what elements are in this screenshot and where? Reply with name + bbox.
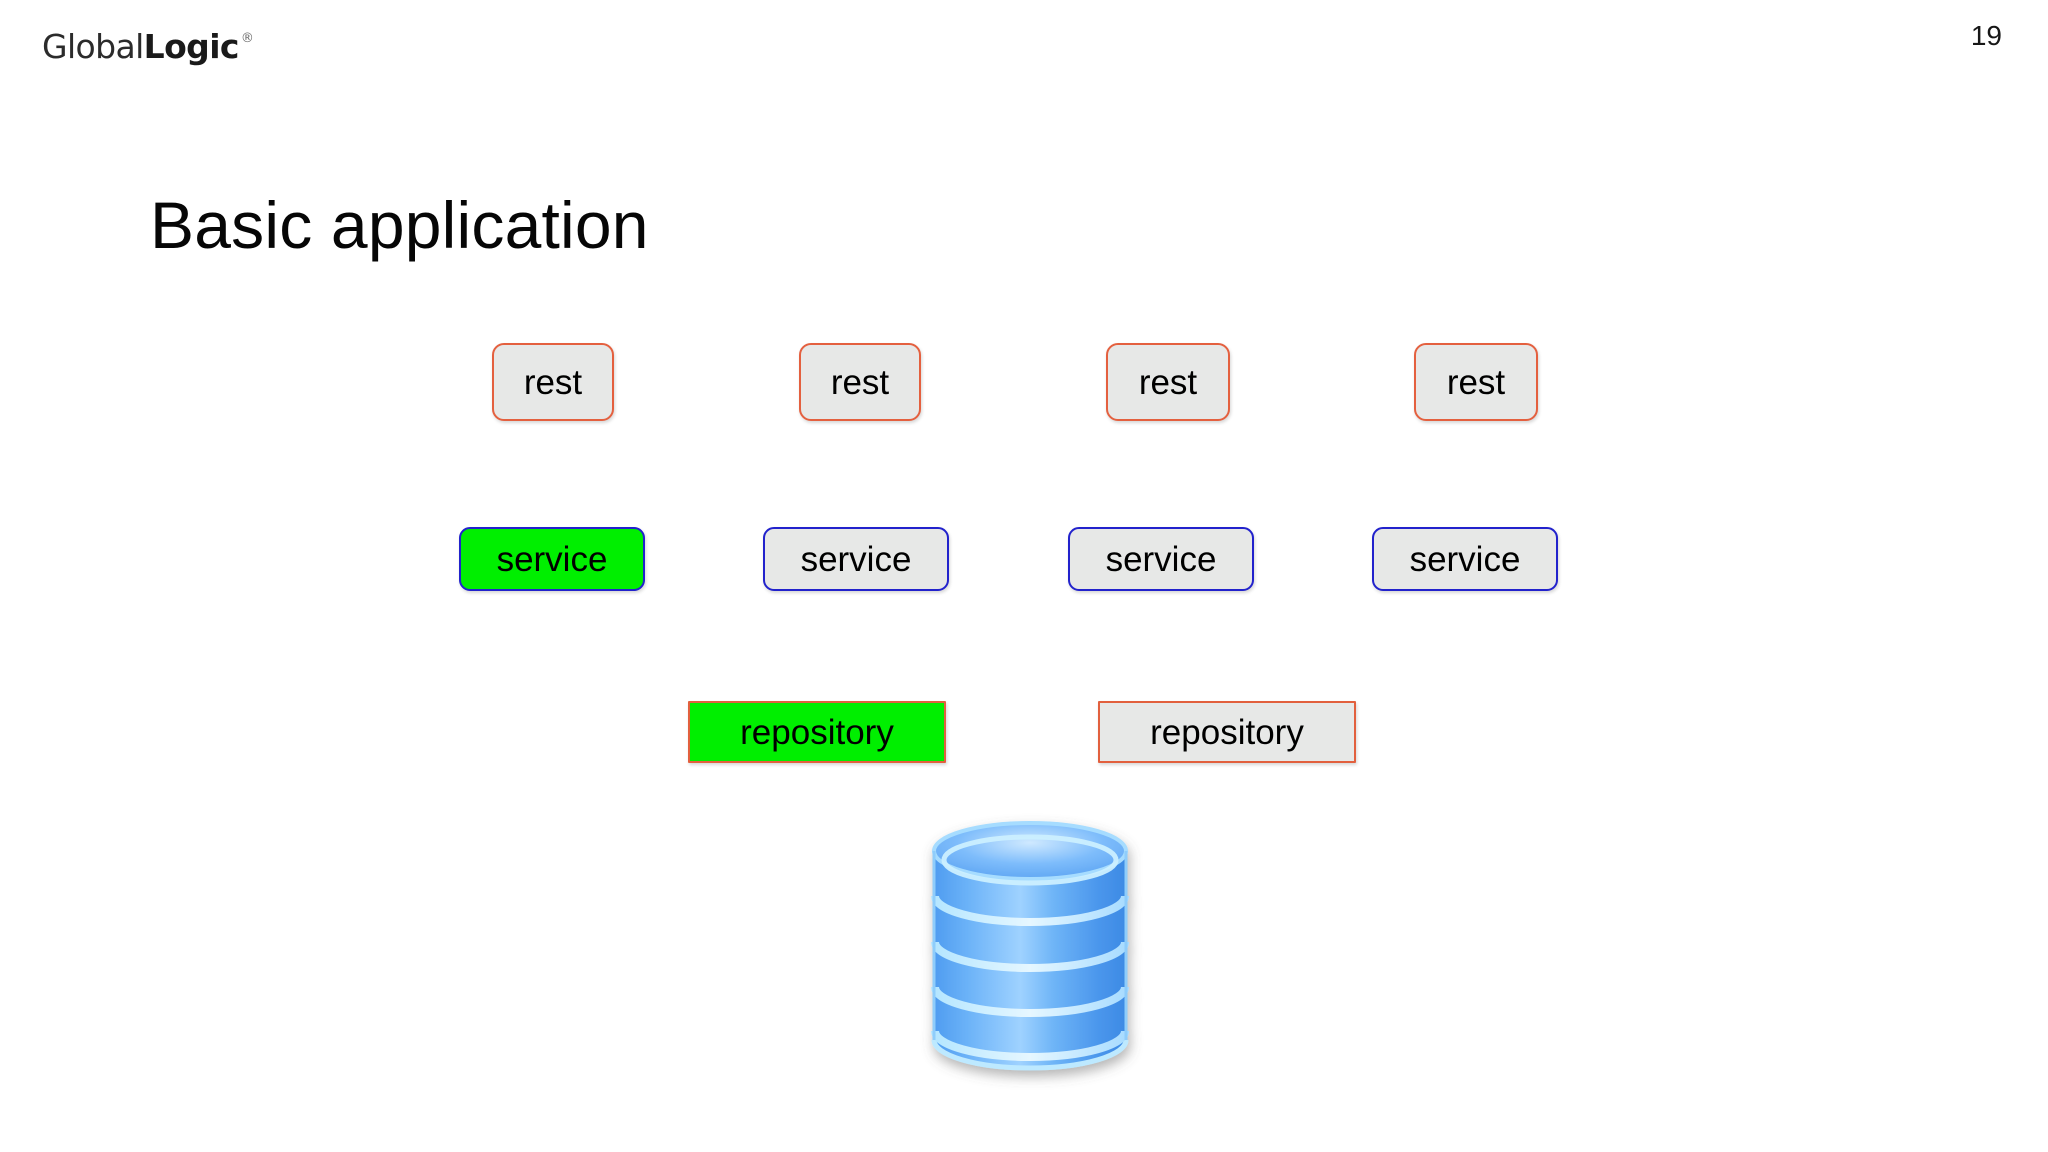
service-node-4[interactable]: service (1372, 527, 1558, 591)
database-icon (931, 821, 1129, 1071)
service-node-3[interactable]: service (1068, 527, 1254, 591)
repository-node-2[interactable]: repository (1098, 701, 1356, 763)
page-title: Basic application (150, 188, 649, 263)
registered-trademark-icon: ® (240, 31, 254, 46)
rest-node-2[interactable]: rest (799, 343, 921, 421)
rest-node-3[interactable]: rest (1106, 343, 1230, 421)
database-cylinder[interactable] (930, 821, 1130, 1071)
repository-node-1[interactable]: repository (688, 701, 946, 763)
page-number: 19 (1970, 20, 2002, 51)
logo-text-global: Global (42, 27, 144, 66)
rest-node-1[interactable]: rest (492, 343, 614, 421)
service-node-1[interactable]: service (459, 527, 645, 591)
service-node-2[interactable]: service (763, 527, 949, 591)
logo-text-logic: Logic (143, 27, 240, 66)
rest-node-4[interactable]: rest (1414, 343, 1538, 421)
